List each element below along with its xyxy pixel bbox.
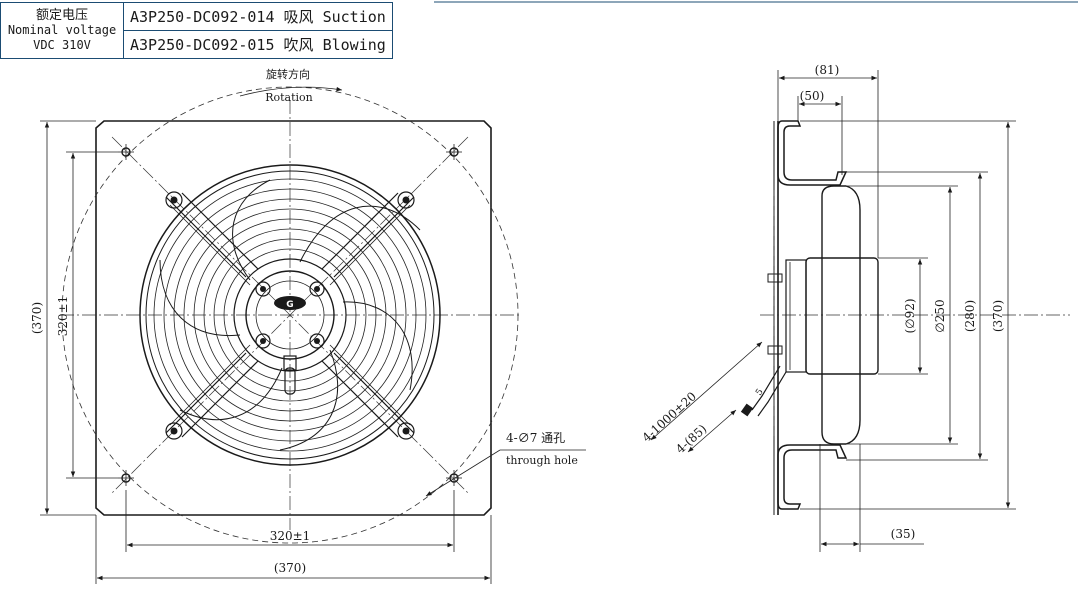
mounting-hole bbox=[446, 470, 462, 486]
hub-bolt bbox=[255, 281, 271, 297]
dim-height: (370) bbox=[30, 302, 44, 334]
guard-rim-top bbox=[777, 120, 848, 186]
mounting-hole bbox=[118, 144, 134, 160]
model-code: A3P250-DC092-014 bbox=[130, 8, 275, 26]
hole-note-en: through hole bbox=[506, 454, 578, 467]
hole-note-cn: 4-∅7 通孔 bbox=[506, 431, 565, 445]
hole-leader bbox=[425, 449, 501, 497]
strut-bolt bbox=[165, 191, 183, 209]
dim-guard-diameter: (280) bbox=[963, 300, 977, 332]
company-logo: G bbox=[274, 296, 306, 310]
front-view: G 旋转方向 Rotation 320±1 (370) (370) 320±1 … bbox=[30, 67, 586, 584]
model-mode-en: Blowing bbox=[322, 36, 386, 54]
mounting-hole bbox=[446, 144, 462, 160]
mounting-hole bbox=[118, 470, 134, 486]
model-mode-cn: 吹风 bbox=[283, 36, 314, 54]
voltage-cell: 额定电压 Nominal voltage VDC 310V bbox=[0, 2, 124, 59]
dim-width: (370) bbox=[274, 561, 306, 575]
model-mode-en: Suction bbox=[322, 8, 386, 26]
guard-rim-bottom bbox=[777, 444, 848, 510]
spec-table: 额定电压 Nominal voltage VDC 310V A3P250-DC0… bbox=[0, 2, 393, 59]
rotation-label-en: Rotation bbox=[265, 91, 313, 104]
dim-depth-motor: (50) bbox=[800, 89, 825, 103]
strut-bolt bbox=[397, 422, 415, 440]
model-code: A3P250-DC092-015 bbox=[130, 36, 275, 54]
rotation-label-cn: 旋转方向 bbox=[266, 67, 310, 81]
fan-blades bbox=[159, 179, 421, 451]
dim-frame-height: (370) bbox=[991, 300, 1005, 332]
fan-guard bbox=[139, 164, 441, 466]
voltage-label-cn: 额定电压 bbox=[35, 8, 88, 23]
motor-hub bbox=[245, 270, 335, 360]
strut-bolt bbox=[165, 422, 183, 440]
dim-hub-diameter: (∅92) bbox=[903, 298, 917, 333]
hub-bolt bbox=[309, 333, 325, 349]
dim-depth-total: (81) bbox=[815, 63, 840, 77]
dim-fan-diameter: ∅250 bbox=[933, 299, 947, 332]
dim-hole-pitch-horizontal: 320±1 bbox=[270, 529, 311, 543]
hub-bolt bbox=[309, 281, 325, 297]
model-mode-cn: 吸风 bbox=[283, 8, 314, 26]
frame-outline bbox=[95, 120, 492, 516]
cable-gland bbox=[283, 355, 297, 371]
voltage-label-en: Nominal voltage bbox=[7, 23, 117, 37]
svg-text:G: G bbox=[286, 300, 293, 310]
side-view: 5 4-1000±20 4-(85) (81) (50) (∅92) ∅250 … bbox=[640, 63, 1070, 552]
dim-cable-strip: 4-(85) bbox=[673, 422, 709, 457]
hub-bolt bbox=[255, 333, 271, 349]
rotation-arrow bbox=[239, 86, 343, 97]
strut-bolt bbox=[397, 191, 415, 209]
motor-body bbox=[805, 257, 879, 375]
guard-struts bbox=[165, 192, 415, 438]
model-row-2: A3P250-DC092-015 吹风 Blowing bbox=[123, 30, 393, 59]
cable-tip-label: 5 bbox=[754, 387, 766, 398]
voltage-value: VDC 310V bbox=[33, 38, 91, 52]
impeller-profile bbox=[821, 185, 861, 445]
dim-offset: (35) bbox=[891, 527, 916, 541]
dim-hole-pitch-vertical: 320±1 bbox=[56, 296, 70, 337]
